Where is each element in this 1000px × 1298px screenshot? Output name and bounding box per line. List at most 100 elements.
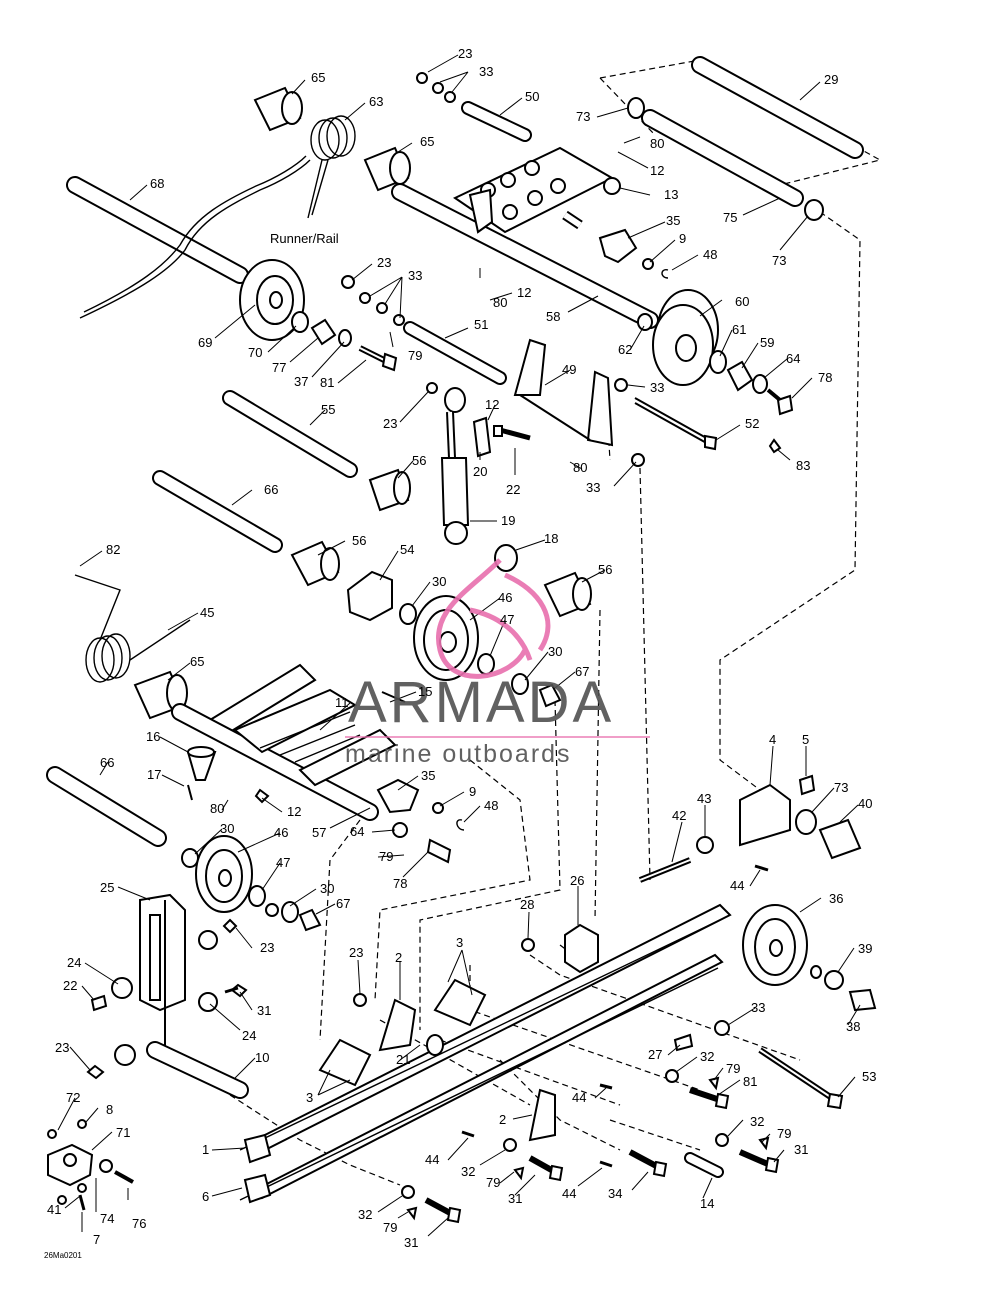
callout-label: 78 [818, 370, 832, 385]
group-label: Runner/Rail [270, 231, 339, 246]
callout-label: 47 [500, 612, 514, 627]
block-26 [564, 923, 599, 974]
callout-numbers: 23 33 50 29 65 63 65 73 80 12 13 68 35 9… [47, 46, 876, 1250]
callout-label: 81 [320, 375, 334, 390]
callout-label: 34 [608, 1186, 622, 1201]
lower-assembly [47, 893, 877, 1224]
callout-label: 65 [190, 654, 204, 669]
bracket-3a [318, 1038, 372, 1087]
bolt-42 [638, 857, 692, 883]
callout-label: 23 [458, 46, 472, 61]
callout-label: 36 [829, 891, 843, 906]
callout-label: 59 [760, 335, 774, 350]
callout-label: 24 [242, 1028, 256, 1043]
bolt-31d [424, 1197, 462, 1224]
callout-label: 28 [520, 897, 534, 912]
bolt-22a [493, 425, 531, 441]
callout-label: 18 [544, 531, 558, 546]
callout-label: 43 [697, 791, 711, 806]
callout-label: 35 [421, 768, 435, 783]
bolt-31b [528, 1155, 564, 1182]
callout-label: 79 [379, 849, 393, 864]
callout-label: 65 [420, 134, 434, 149]
callout-label: 16 [146, 729, 160, 744]
callout-label: 79 [777, 1126, 791, 1141]
callout-label: 55 [321, 402, 335, 417]
callout-label: 35 [666, 213, 680, 228]
bracket-49a [513, 338, 547, 396]
callout-label: 13 [664, 187, 678, 202]
callout-label: 33 [586, 480, 600, 495]
callout-label: 6 [202, 1189, 209, 1204]
callout-label: 79 [408, 348, 422, 363]
callout-label: 11 [335, 695, 349, 710]
callout-label: 23 [55, 1040, 69, 1055]
dashed-guide-lines [229, 59, 882, 1186]
callout-label: 32 [461, 1164, 475, 1179]
callout-label: 44 [572, 1090, 586, 1105]
washer-73b [804, 199, 824, 221]
callout-label: 31 [257, 1003, 271, 1018]
callout-label: 5 [802, 732, 809, 747]
callout-label: 64 [350, 824, 364, 839]
callout-label: 33 [408, 268, 422, 283]
callout-label: 70 [248, 345, 262, 360]
bolt-34 [628, 1149, 668, 1178]
block-40 [818, 818, 862, 860]
callout-label: 12 [287, 804, 301, 819]
callout-label: 80 [573, 460, 587, 475]
callout-label: 40 [858, 796, 872, 811]
watermark-tagline: marine outboards [345, 740, 572, 768]
callout-label: 12 [485, 397, 499, 412]
callout-label: 50 [525, 89, 539, 104]
watermark-brand: ARMADA [348, 670, 614, 735]
callout-label: 79 [383, 1220, 397, 1235]
callout-label: 62 [618, 342, 632, 357]
callout-label: 2 [499, 1112, 506, 1127]
bracket-2b [528, 1088, 556, 1142]
bracket-4 [739, 783, 791, 847]
callout-label: 8 [106, 1102, 113, 1117]
callout-label: 9 [679, 231, 686, 246]
wheel-36 [742, 904, 808, 986]
frame-58 [391, 146, 659, 329]
callout-label: 78 [393, 876, 407, 891]
callout-label: 32 [750, 1114, 764, 1129]
callout-label: 41 [47, 1202, 61, 1217]
bracket-25 [139, 893, 249, 1099]
callout-label: 76 [132, 1216, 146, 1231]
wheel-46b [195, 835, 253, 913]
watermark-logo [436, 558, 551, 679]
callout-label: 73 [834, 780, 848, 795]
callout-label: 82 [106, 542, 120, 557]
callout-label: 30 [320, 881, 334, 896]
callout-label: 32 [700, 1049, 714, 1064]
callout-label: 24 [67, 955, 81, 970]
callout-label: 69 [198, 335, 212, 350]
callout-label: 25 [100, 880, 114, 895]
upper-assembly [66, 56, 864, 545]
callout-label: 31 [794, 1142, 808, 1157]
callout-label: 58 [546, 309, 560, 324]
callout-label: 73 [576, 109, 590, 124]
callout-label: 79 [486, 1175, 500, 1190]
watermark: ARMADA marine outboards [345, 558, 650, 768]
callout-label: 12 [650, 163, 664, 178]
callout-label: 66 [100, 755, 114, 770]
callout-label: 10 [255, 1050, 269, 1065]
bracket-2a [378, 998, 417, 1052]
callout-label: 80 [210, 801, 224, 816]
callout-label: 44 [562, 1186, 576, 1201]
callout-label: 67 [336, 896, 350, 911]
callout-label: 31 [508, 1191, 522, 1206]
shaft-75 [641, 109, 804, 207]
bolt-81b [689, 1087, 730, 1110]
sleeve-65a [253, 86, 303, 132]
callout-label: 56 [598, 562, 612, 577]
callout-label: 27 [648, 1047, 662, 1062]
callout-label: 49 [562, 362, 576, 377]
bracket-3b [433, 978, 487, 1027]
callout-label: 38 [846, 1019, 860, 1034]
bolt-31c [738, 1149, 780, 1174]
callout-label: 56 [412, 453, 426, 468]
